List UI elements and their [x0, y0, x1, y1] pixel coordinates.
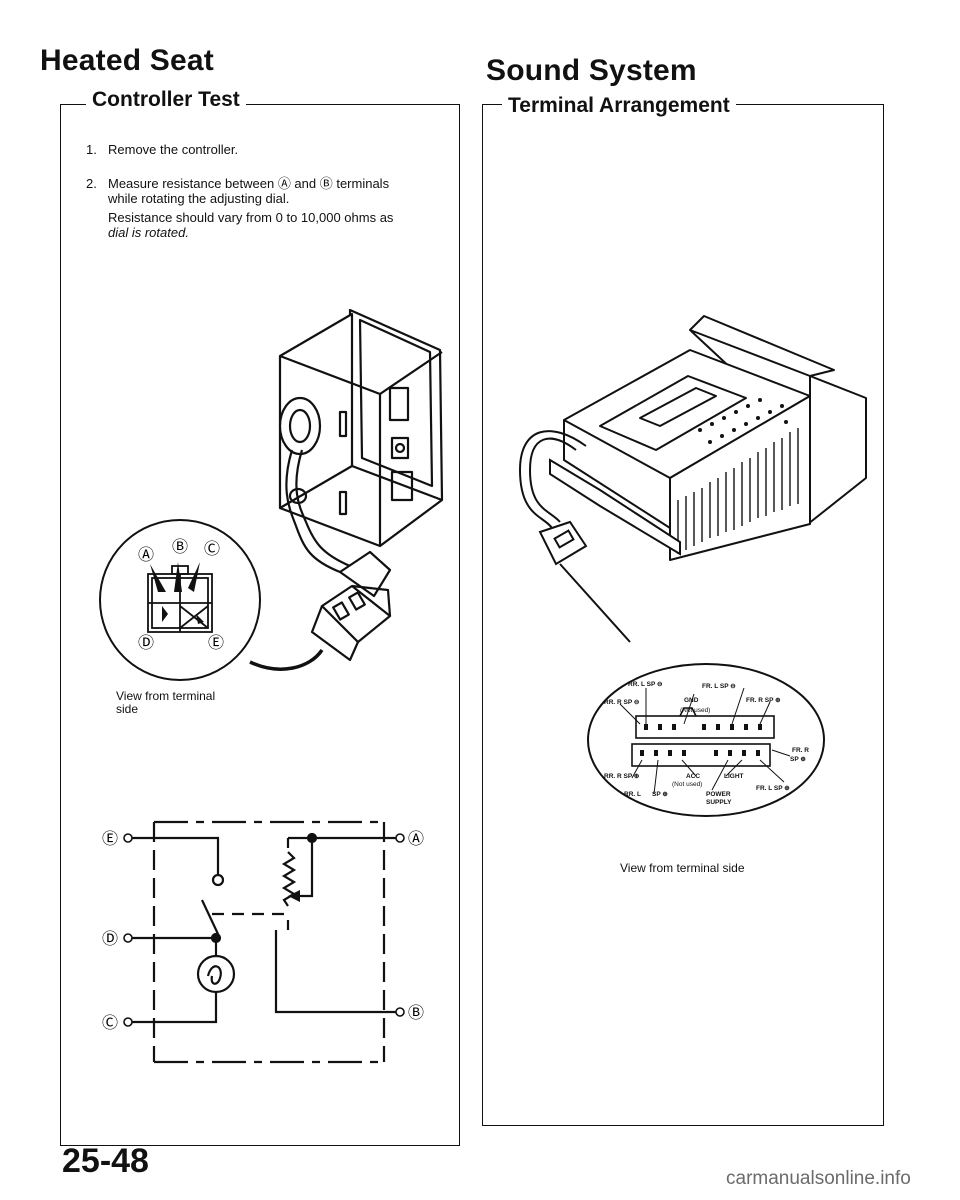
label-supply: SUPPLY: [706, 799, 732, 806]
terminal-a-label: Ⓐ: [138, 546, 154, 564]
terminal-e-label: Ⓔ: [208, 634, 224, 652]
radio-unit-illustration: [518, 315, 867, 643]
connector-end-view: Ⓐ Ⓑ Ⓒ Ⓓ Ⓔ: [99, 519, 261, 681]
step-2: 2.Measure resistance between Ⓐ and Ⓑ ter…: [86, 176, 390, 191]
label-fr-l-sp-plus: FR. L SP ⊕: [756, 785, 790, 792]
terminal-arrangement-title: Terminal Arrangement: [502, 94, 736, 118]
view-caption-right: View from terminal side: [620, 861, 745, 875]
terminal-b-label: Ⓑ: [172, 538, 188, 556]
step-1: 1.Remove the controller.: [86, 142, 239, 157]
label-not-used-top: (Not used): [680, 707, 710, 714]
label-gnd: GND: [684, 697, 699, 704]
schematic-a-label: Ⓐ: [408, 830, 424, 848]
controller-illustration: [249, 308, 444, 671]
label-sp-plus-bottom: SP ⊕: [652, 791, 668, 798]
label-acc: ACC: [686, 773, 700, 780]
label-fr-r-sp-plus-top: FR. R SP ⊕: [746, 697, 781, 704]
label-rr-l: RR. L: [624, 791, 641, 798]
controller-test-box: [60, 104, 460, 1146]
site-footer: carmanualsonline.info: [726, 1168, 911, 1189]
label-rr-r-sp-minus: RR. R SP ⊖: [604, 699, 640, 706]
label-rr-l-sp-minus: RR. L SP ⊖: [628, 681, 663, 688]
label-rr-r-sp-plus: RR. R SP ⊕: [604, 773, 640, 780]
view-caption-left: View from terminal side: [116, 689, 216, 716]
schematic-b-label: Ⓑ: [408, 1004, 424, 1022]
label-fr-l-sp-minus: FR. L SP ⊖: [702, 683, 736, 690]
terminal-c-label: Ⓒ: [204, 540, 220, 558]
label-sp-plus: SP ⊕: [790, 756, 806, 763]
terminal-d-label: Ⓓ: [138, 634, 154, 652]
label-fr-r: FR. R: [792, 747, 809, 754]
label-not-used-bottom: (Not used): [672, 781, 702, 788]
label-power: POWER: [706, 791, 731, 798]
controller-circuit-schematic: Ⓔ Ⓓ Ⓒ Ⓐ Ⓑ: [102, 820, 424, 1064]
schematic-d-label: Ⓓ: [102, 930, 118, 948]
controller-test-title: Controller Test: [86, 88, 246, 112]
schematic-c-label: Ⓒ: [102, 1014, 118, 1032]
schematic-e-label: Ⓔ: [102, 830, 118, 848]
sound-system-title: Sound System: [486, 54, 697, 87]
heated-seat-title: Heated Seat: [40, 44, 214, 77]
label-light: LIGHT: [724, 773, 744, 780]
step-2-line2: while rotating the adjusting dial.: [108, 191, 290, 206]
step-2-line3: Resistance should vary from 0 to 10,000 …: [108, 210, 394, 225]
radio-connector-diagram: RR. L SP ⊖ FR. L SP ⊖ RR. R SP ⊖ GND FR.…: [587, 663, 825, 817]
step-2-line4: dial is rotated.: [108, 225, 189, 240]
page-number: 25-48: [62, 1142, 149, 1180]
